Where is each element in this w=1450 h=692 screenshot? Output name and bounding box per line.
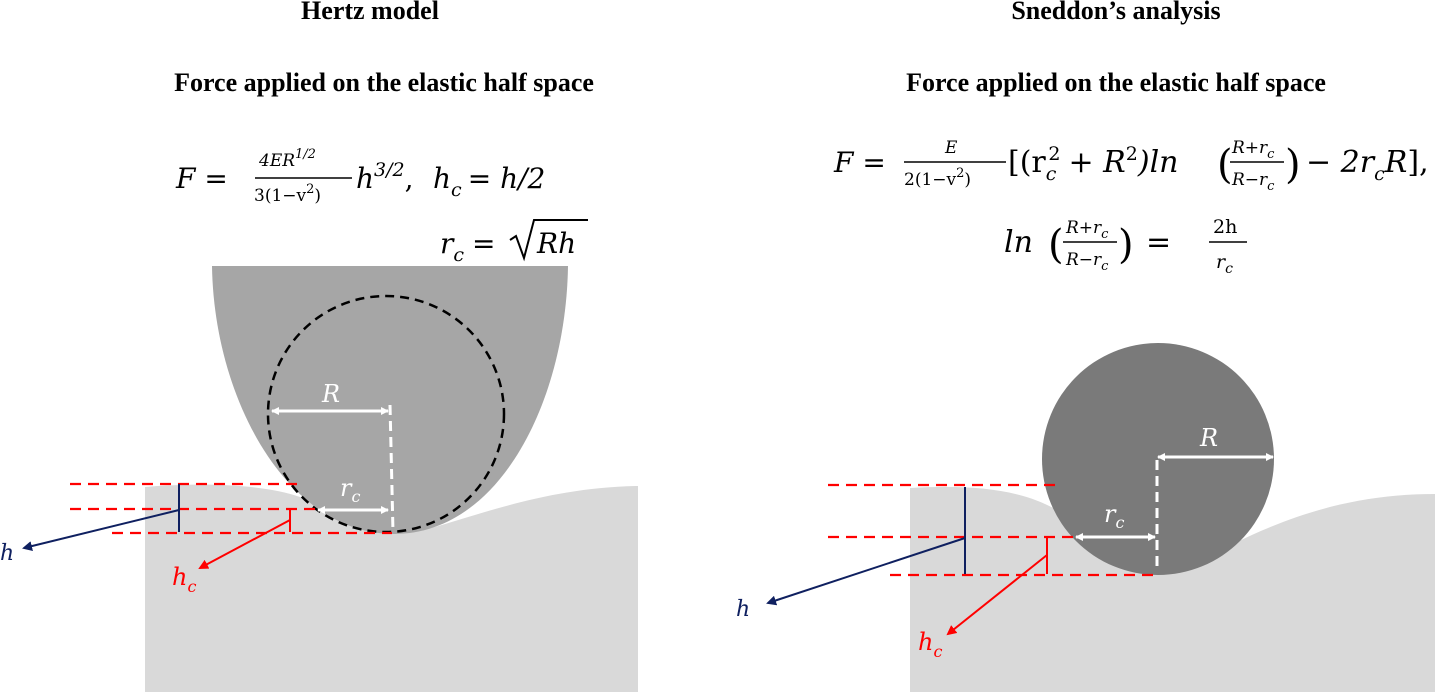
left-eq-lhs: F = (175, 162, 228, 195)
left-h-label: h (0, 541, 14, 566)
left-subtitle: Force applied on the elastic half space (174, 68, 594, 97)
right-h-arrow (766, 537, 966, 606)
right-eq2-rhs-den: rc (1216, 251, 1233, 277)
right-eq2-eq: = (1146, 225, 1171, 260)
left-substrate (145, 484, 638, 692)
right-eq-lhs: F = (833, 146, 886, 179)
left-h-arrow (22, 509, 180, 551)
right-rc-label: rc (1104, 500, 1124, 532)
paraboloid-indenter (212, 266, 568, 534)
right-equation: F = E 2(1−v2) [(rc2+ R2)ln ( R+rc R−rc )… (833, 138, 1429, 277)
left-hc-arrow (198, 519, 291, 569)
left-title: Hertz model (301, 0, 439, 25)
right-eq2-paren-open: ( (1048, 222, 1064, 268)
right-title: Sneddon’s analysis (1011, 0, 1221, 25)
right-hc-arrow (946, 554, 1048, 636)
right-h-label: h (736, 597, 750, 622)
right-eq-num: E (944, 138, 958, 158)
right-eq-body: [(rc2+ R2)ln (1008, 143, 1178, 185)
left-sqrt-arg: Rh (536, 227, 576, 260)
right-eq2-ln: ln (1004, 225, 1033, 260)
right-substrate (910, 486, 1435, 692)
right-eq2-paren-close: ) (1118, 222, 1134, 268)
left-eq-hc: hc= h/2 (433, 162, 545, 201)
right-eq-tail: − 2rcR], (1306, 145, 1429, 185)
right-eq2-frac-den: R−rc (1065, 250, 1109, 274)
left-eq-h: h3/2, (356, 159, 414, 195)
right-frac1-num: R+rc (1231, 138, 1275, 162)
right-hc-label: hc (918, 628, 942, 661)
right-eq-den: 2(1−v2) (904, 166, 971, 190)
left-center-line (388, 404, 395, 533)
right-paren-close: ) (1285, 142, 1301, 188)
right-subtitle: Force applied on the elastic half space (906, 68, 1326, 97)
left-eq-num: 4ER1/2 (258, 147, 316, 171)
right-paren-open: ( (1217, 142, 1233, 188)
right-eq2-rhs-num: 2h (1213, 216, 1237, 238)
right-frac1-den: R−rc (1231, 170, 1275, 194)
left-equation: F = 4ER1/2 3(1−v2) h3/2, hc= h/2 rc= Rh (175, 147, 588, 266)
left-eq-rc: rc= (440, 227, 496, 266)
right-eq2-frac-num: R+rc (1065, 218, 1109, 242)
left-sqrt-sign (509, 219, 588, 262)
left-hc-label: hc (172, 563, 196, 596)
left-R-label: R (321, 380, 340, 408)
right-R-label: R (1199, 424, 1218, 452)
left-eq-den: 3(1−v2) (254, 182, 321, 206)
left-rc-label: rc (340, 474, 360, 506)
